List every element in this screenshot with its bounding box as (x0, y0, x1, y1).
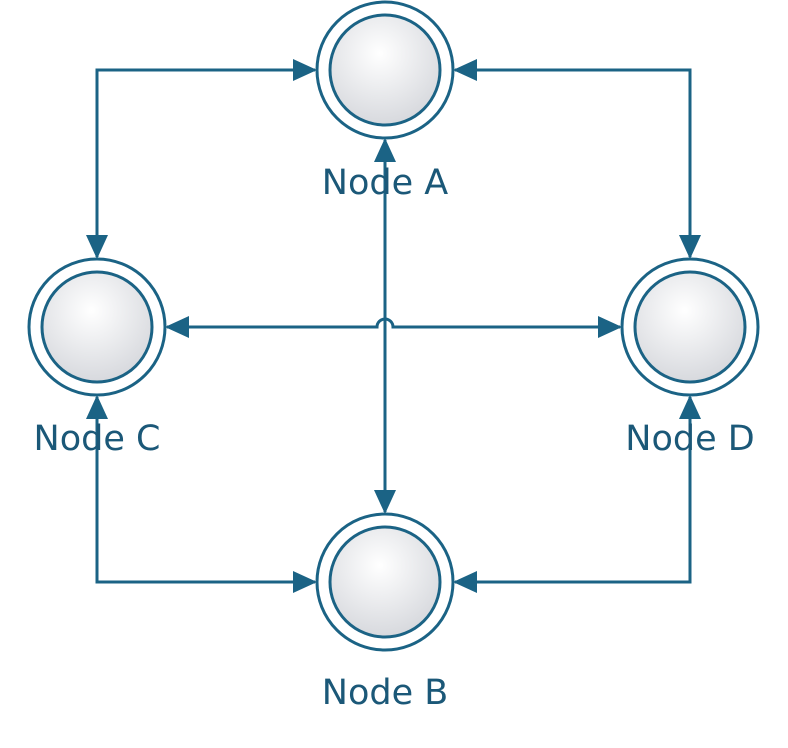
arrowhead-to-node-b-from-d (453, 571, 477, 593)
edge-c-d (167, 317, 620, 329)
arrowhead-to-node-b-from-a (374, 490, 396, 514)
edge-d-b (455, 397, 692, 584)
arrowhead-to-node-c-from-b (86, 395, 108, 419)
arrowhead-to-node-d-from-b (679, 395, 701, 419)
arrowhead-to-node-a-from-d (453, 59, 477, 81)
arrowheads-layer (86, 59, 701, 593)
node-b-label: Node B (321, 673, 449, 713)
edge-a-d (455, 68, 692, 257)
arrowhead-to-node-d-from-c (598, 316, 622, 338)
node-b-inner-circle (328, 525, 442, 639)
edge-c-b (95, 397, 315, 584)
node-d-label: Node D (625, 419, 755, 459)
arrowhead-to-node-a-from-b (374, 138, 396, 162)
node-a (315, 0, 455, 140)
arrowhead-to-node-a-from-c (293, 59, 317, 81)
edge-c-a (95, 68, 315, 257)
node-d (620, 257, 760, 397)
node-c (27, 257, 167, 397)
node-d-inner-circle (633, 270, 747, 384)
nodes-layer (27, 0, 760, 652)
node-a-inner-circle (328, 13, 442, 127)
node-c-label: Node C (33, 419, 161, 459)
arrowhead-to-node-b-from-c (293, 571, 317, 593)
node-b (315, 512, 455, 652)
node-c-inner-circle (40, 270, 154, 384)
node-a-label: Node A (321, 163, 449, 203)
connections-layer (95, 68, 692, 584)
arrowhead-to-node-d-from-a (679, 235, 701, 259)
arrowhead-to-node-c-from-a (86, 235, 108, 259)
arrowhead-to-node-c-from-d (165, 316, 189, 338)
